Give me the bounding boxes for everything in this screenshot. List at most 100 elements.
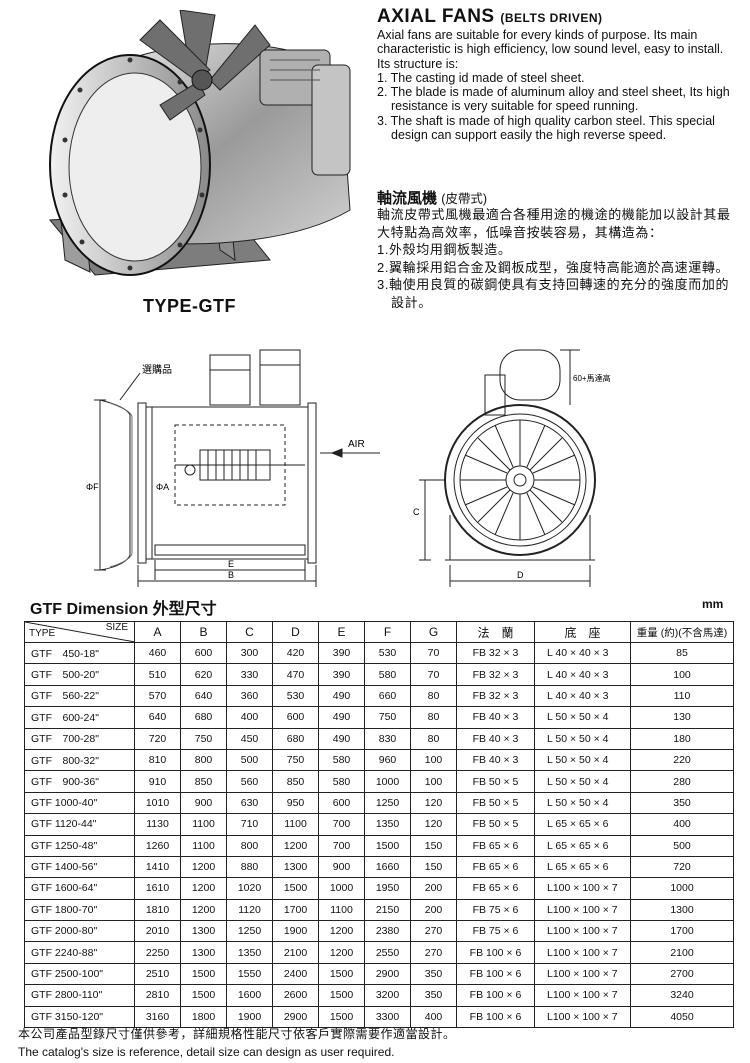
cell-weight: 720 — [630, 855, 734, 879]
cell-c: 330 — [226, 663, 273, 686]
cell-a: 2510 — [134, 962, 181, 986]
cell-d: 950 — [272, 791, 319, 815]
point-zh-1: 1.外殼均用鋼板製造。 — [377, 242, 512, 258]
cell-g: 200 — [410, 898, 457, 922]
cell-a: 810 — [134, 748, 181, 772]
cell-base: L100 × 100 × 7 — [534, 984, 631, 1007]
page-title-zh: 軸流風機 (皮帶式) — [377, 187, 487, 208]
table-header-row: TYPE SIZE A B C D E F G 法 蘭 底 座 重量 (約)(不… — [24, 621, 734, 643]
cell-d: 680 — [272, 727, 319, 750]
cell-b: 850 — [180, 770, 227, 793]
cell-d: 470 — [272, 663, 319, 686]
title-subtitle: (BELTS DRIVEN) — [500, 11, 603, 25]
cell-d: 2600 — [272, 984, 319, 1007]
cell-a: 720 — [134, 727, 181, 750]
cell-g: 80 — [410, 706, 457, 729]
cell-a: 510 — [134, 663, 181, 686]
cell-e: 700 — [318, 813, 365, 836]
cell-type: GTF 450-18" — [24, 641, 135, 665]
cell-d: 420 — [272, 641, 319, 665]
cell-b: 1500 — [180, 984, 227, 1007]
cell-base: L100 × 100 × 7 — [534, 920, 631, 943]
col-header-e: E — [318, 621, 365, 643]
cell-a: 2010 — [134, 920, 181, 943]
cell-type: GTF 600-24" — [24, 706, 135, 729]
cell-c: 1900 — [226, 1005, 273, 1029]
cell-f: 1000 — [364, 770, 411, 793]
cell-flange: FB 100 × 6 — [456, 984, 535, 1007]
cell-type: GTF 2240-88" — [24, 941, 135, 964]
cell-a: 2250 — [134, 941, 181, 964]
cell-d: 1500 — [272, 877, 319, 900]
cell-type: GTF 1600-64" — [24, 877, 135, 900]
type-size-corner: TYPE SIZE — [24, 621, 135, 643]
cell-type: GTF 1400-56" — [24, 855, 135, 879]
cell-type: GTF 2500-100" — [24, 962, 135, 986]
cell-g: 350 — [410, 984, 457, 1007]
cell-c: 360 — [226, 684, 273, 708]
cell-flange: FB 32 × 3 — [456, 663, 535, 686]
cell-b: 680 — [180, 706, 227, 729]
cell-b: 900 — [180, 791, 227, 815]
point-en-1: 1. The casting id made of steel sheet. — [377, 70, 585, 85]
cell-c: 880 — [226, 855, 273, 879]
cell-flange: FB 40 × 3 — [456, 706, 535, 729]
col-header-weight: 重量 (約)(不含馬達) — [630, 621, 734, 643]
col-header-f: F — [364, 621, 411, 643]
cell-g: 270 — [410, 941, 457, 964]
cell-base: L100 × 100 × 7 — [534, 962, 631, 986]
cell-weight: 4050 — [630, 1005, 734, 1029]
cell-flange: FB 40 × 3 — [456, 748, 535, 772]
cell-f: 750 — [364, 706, 411, 729]
cell-f: 2550 — [364, 941, 411, 964]
cell-a: 460 — [134, 641, 181, 665]
cell-b: 1800 — [180, 1005, 227, 1029]
dim-d-label: D — [517, 570, 524, 580]
cell-d: 530 — [272, 684, 319, 708]
cell-g: 70 — [410, 663, 457, 686]
cell-weight: 400 — [630, 813, 734, 836]
cell-f: 960 — [364, 748, 411, 772]
cell-e: 490 — [318, 706, 365, 729]
cell-d: 2100 — [272, 941, 319, 964]
cell-a: 1010 — [134, 791, 181, 815]
cell-flange: FB 32 × 3 — [456, 641, 535, 665]
cell-d: 2400 — [272, 962, 319, 986]
cell-a: 1410 — [134, 855, 181, 879]
cell-e: 390 — [318, 641, 365, 665]
table-unit: mm — [702, 597, 724, 611]
cell-c: 300 — [226, 641, 273, 665]
cell-base: L 50 × 50 × 4 — [534, 791, 631, 815]
cell-weight: 100 — [630, 663, 734, 686]
cell-c: 1250 — [226, 920, 273, 943]
col-header-c: C — [226, 621, 273, 643]
cell-weight: 1000 — [630, 877, 734, 900]
cell-d: 1200 — [272, 834, 319, 857]
cell-base: L 50 × 50 × 4 — [534, 770, 631, 793]
cell-weight: 110 — [630, 684, 734, 708]
cell-e: 390 — [318, 663, 365, 686]
cell-f: 530 — [364, 641, 411, 665]
cell-c: 630 — [226, 791, 273, 815]
cell-f: 1660 — [364, 855, 411, 879]
cell-flange: FB 75 × 6 — [456, 920, 535, 943]
cell-a: 570 — [134, 684, 181, 708]
cell-g: 150 — [410, 834, 457, 857]
point-zh-3: 3.軸使用良質的碳鋼使具有支持回轉速的充分的強度而加的設計。 — [377, 277, 730, 310]
cell-a: 2810 — [134, 984, 181, 1007]
cell-d: 750 — [272, 748, 319, 772]
cell-e: 580 — [318, 770, 365, 793]
cell-b: 1300 — [180, 920, 227, 943]
cell-e: 490 — [318, 684, 365, 708]
table-title: GTF Dimension 外型尺寸 — [30, 601, 217, 618]
cell-g: 150 — [410, 855, 457, 879]
cell-base: L100 × 100 × 7 — [534, 898, 631, 922]
cell-type: GTF 3150-120" — [24, 1005, 135, 1029]
cell-e: 490 — [318, 727, 365, 750]
cell-d: 1100 — [272, 813, 319, 836]
